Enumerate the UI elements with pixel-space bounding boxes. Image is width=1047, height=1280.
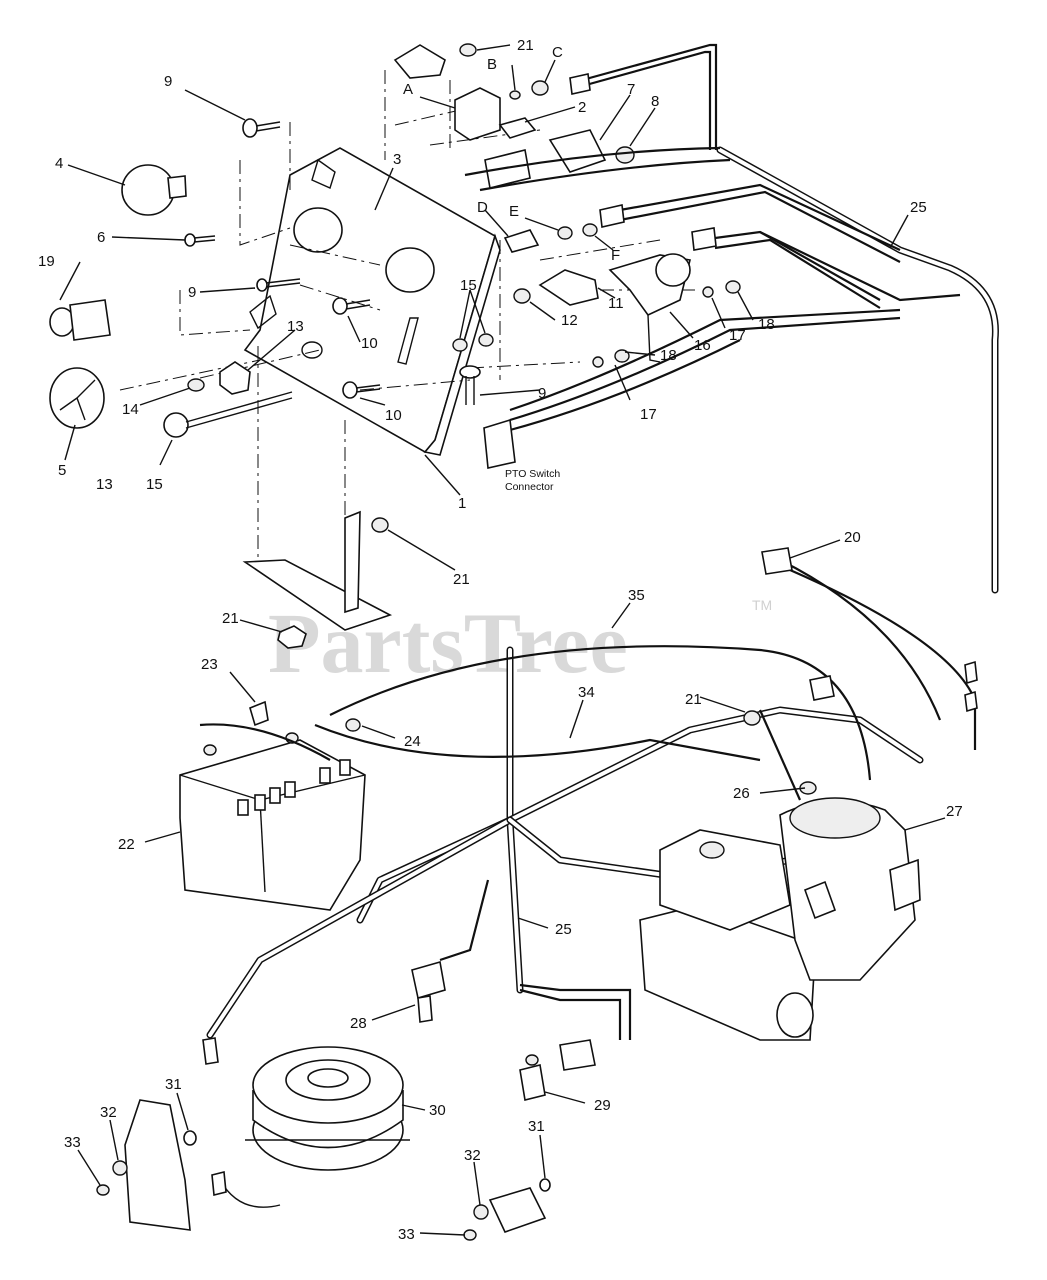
callout-29: 29	[594, 1097, 611, 1114]
nuts-17-18	[592, 280, 741, 368]
switch-29	[519, 1054, 546, 1101]
switch-19	[49, 299, 111, 341]
ignition-switch-parts	[393, 43, 635, 189]
callout-10: 10	[361, 335, 378, 352]
callout-18: 18	[660, 347, 677, 364]
callout-12: 12	[561, 312, 578, 329]
callout-14: 14	[122, 401, 139, 418]
switch-16	[608, 253, 691, 363]
callout-21: 21	[517, 37, 534, 54]
assembly-lines	[119, 70, 700, 600]
callout-2: 2	[578, 99, 586, 116]
callout-4: 4	[55, 155, 63, 172]
gauge-5	[49, 367, 105, 429]
callout-16: 16	[694, 337, 711, 354]
callout-9: 9	[164, 73, 172, 90]
callout-9: 9	[188, 284, 196, 301]
bracket	[242, 510, 393, 649]
screw-9-mid	[256, 278, 301, 292]
callout-9: 9	[538, 385, 546, 402]
callout-19: 19	[38, 253, 55, 270]
callout-28: 28	[350, 1015, 367, 1032]
callout-18: 18	[758, 316, 775, 333]
callout-17: 17	[640, 406, 657, 423]
callout-21: 21	[685, 691, 702, 708]
light-switch-4	[121, 164, 187, 216]
callout-labels: 21 B C A 2 7 8 9 3 4 E D F 25 6 19 9 15 …	[38, 37, 963, 1243]
callout-C: C	[552, 44, 563, 61]
screw-6	[184, 233, 216, 247]
callout-B: B	[487, 56, 497, 73]
callout-5: 5	[58, 462, 66, 479]
harness-25-top	[464, 43, 999, 594]
screw-9-top	[242, 118, 281, 138]
watermark-trademark: TM	[752, 597, 772, 613]
part-D-E-F	[503, 223, 598, 253]
callout-32: 32	[100, 1104, 117, 1121]
nut-13-14	[187, 361, 251, 395]
callout-15: 15	[146, 476, 163, 493]
battery-22	[179, 700, 366, 911]
callout-E: E	[509, 203, 519, 220]
callout-3: 3	[393, 151, 401, 168]
pto-connector-label-line1: PTO Switch	[505, 468, 560, 480]
callout-7: 7	[627, 81, 635, 98]
callout-34: 34	[578, 684, 595, 701]
callout-33: 33	[64, 1134, 81, 1151]
bolt-9-lower	[459, 365, 481, 405]
pto-clutch-30	[211, 1046, 410, 1208]
pto-connector-label-line2: Connector	[505, 481, 554, 493]
callout-A: A	[403, 81, 413, 98]
callout-21: 21	[453, 571, 470, 588]
relay-28	[411, 960, 446, 1023]
callout-20: 20	[844, 529, 861, 546]
callout-30: 30	[429, 1102, 446, 1119]
callout-33: 33	[398, 1226, 415, 1243]
callout-26: 26	[733, 785, 750, 802]
engine-27	[639, 797, 921, 1041]
callout-23: 23	[201, 656, 218, 673]
callout-24: 24	[404, 733, 421, 750]
callout-31: 31	[528, 1118, 545, 1135]
leader-lines	[59, 44, 946, 1236]
bracket-right	[463, 1178, 551, 1241]
bolts-10	[332, 297, 381, 399]
callout-25: 25	[555, 921, 572, 938]
callout-25: 25	[910, 199, 927, 216]
callout-22: 22	[118, 836, 135, 853]
bracket-left	[96, 1099, 197, 1231]
callout-6: 6	[97, 229, 105, 246]
dash-panel	[243, 147, 501, 456]
callout-13: 13	[287, 318, 304, 335]
callout-31: 31	[165, 1076, 182, 1093]
callout-15: 15	[460, 277, 477, 294]
callout-1: 1	[458, 495, 466, 512]
callout-21: 21	[222, 610, 239, 627]
callout-35: 35	[628, 587, 645, 604]
callout-32: 32	[464, 1147, 481, 1164]
callout-27: 27	[946, 803, 963, 820]
callout-10: 10	[385, 407, 402, 424]
callout-17: 17	[729, 327, 746, 344]
choke-cable-15	[163, 391, 293, 438]
callout-13: 13	[96, 476, 113, 493]
callout-11: 11	[608, 295, 624, 312]
nuts-15	[452, 333, 494, 352]
knob-11	[513, 269, 599, 306]
callout-F: F	[611, 247, 620, 264]
callout-8: 8	[651, 93, 659, 110]
callout-D: D	[477, 199, 488, 216]
